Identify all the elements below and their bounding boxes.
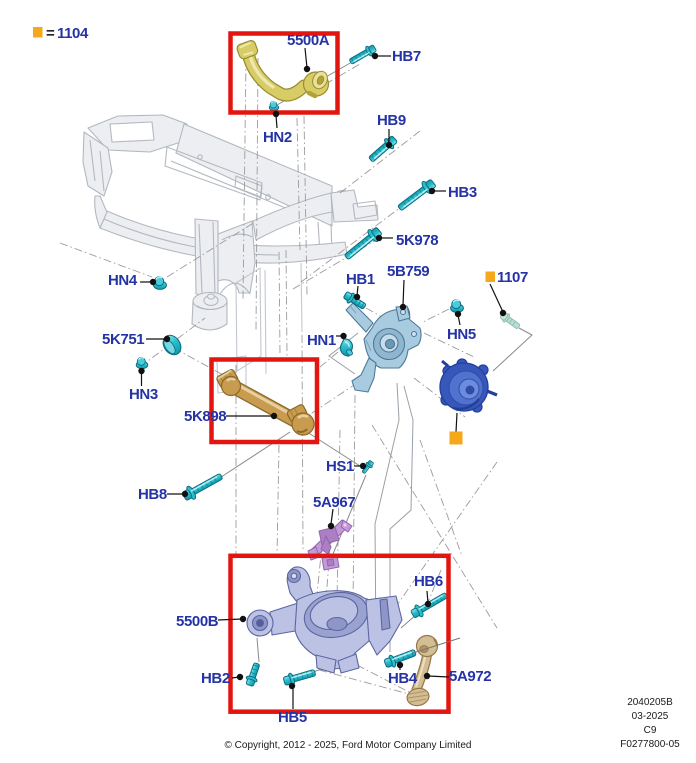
svg-text:HN2: HN2 bbox=[263, 129, 292, 146]
svg-text:HB4: HB4 bbox=[388, 670, 418, 687]
svg-text:HB6: HB6 bbox=[414, 573, 443, 590]
svg-text:5A972: 5A972 bbox=[449, 668, 491, 685]
svg-text:2040205B: 2040205B bbox=[627, 697, 673, 708]
svg-text:HB9: HB9 bbox=[377, 112, 406, 129]
svg-text:5K978: 5K978 bbox=[396, 232, 438, 249]
svg-text:=: = bbox=[46, 25, 55, 42]
svg-text:1104: 1104 bbox=[57, 25, 89, 42]
svg-text:HB7: HB7 bbox=[392, 48, 421, 65]
svg-text:© Copyright, 2012 - 2025, Ford: © Copyright, 2012 - 2025, Ford Motor Com… bbox=[225, 740, 472, 751]
svg-text:HB3: HB3 bbox=[448, 184, 477, 201]
svg-text:5500B: 5500B bbox=[176, 613, 219, 630]
svg-text:5K898: 5K898 bbox=[184, 408, 226, 425]
svg-text:HN4: HN4 bbox=[108, 272, 138, 289]
svg-text:HN3: HN3 bbox=[129, 386, 158, 403]
svg-text:HS1: HS1 bbox=[326, 458, 354, 475]
svg-text:HB2: HB2 bbox=[201, 670, 230, 687]
svg-text:HB5: HB5 bbox=[278, 709, 307, 726]
svg-text:C9: C9 bbox=[644, 725, 657, 736]
svg-text:HN1: HN1 bbox=[307, 332, 336, 349]
svg-text:HB1: HB1 bbox=[346, 271, 375, 288]
svg-text:HB8: HB8 bbox=[138, 486, 167, 503]
svg-text:F0277800-05: F0277800-05 bbox=[620, 739, 680, 750]
svg-text:5A967: 5A967 bbox=[313, 494, 355, 511]
svg-text:HN5: HN5 bbox=[447, 326, 476, 343]
svg-text:5500A: 5500A bbox=[287, 32, 330, 49]
svg-text:5K751: 5K751 bbox=[102, 331, 144, 348]
svg-text:03-2025: 03-2025 bbox=[632, 711, 669, 722]
svg-text:1107: 1107 bbox=[497, 269, 528, 286]
svg-text:5B759: 5B759 bbox=[387, 263, 429, 280]
